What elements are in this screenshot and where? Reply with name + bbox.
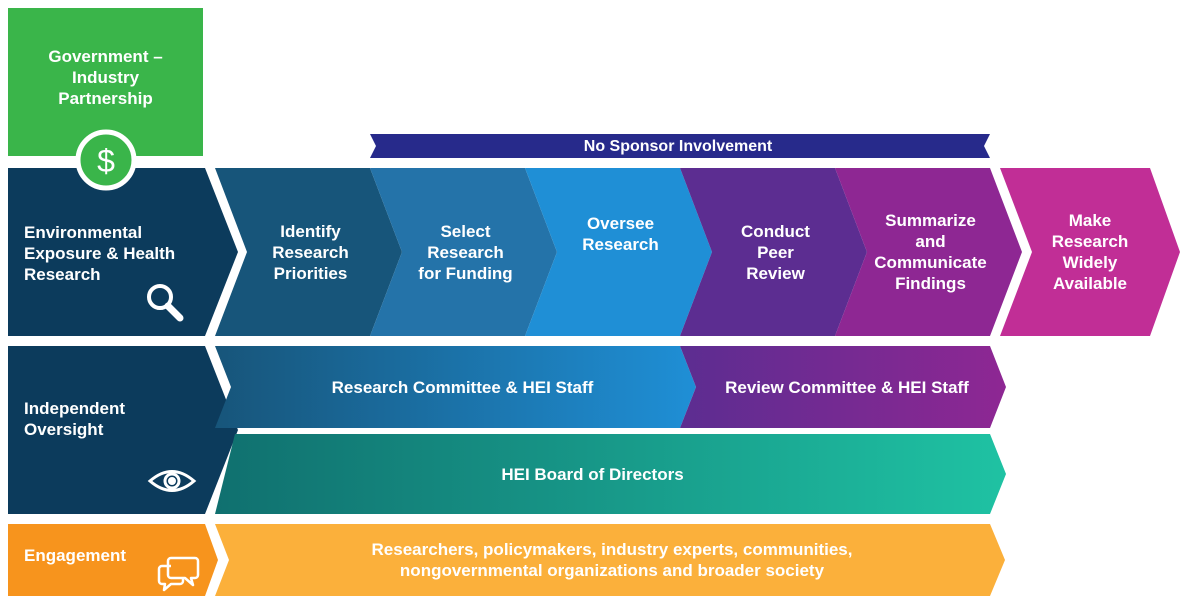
step-label-identify: Identify Research Priorities [272,221,349,283]
no-sponsor-label: No Sponsor Involvement [583,137,773,155]
svg-text:$: $ [97,143,115,179]
step-label-peer-review: Conduct Peer Review [741,221,810,283]
step-label-select: Select Research for Funding [418,221,513,283]
step-make-available [1000,168,1180,336]
oversight-row-label: Independent Oversight [24,399,126,439]
step-label-make-available: Make Research Widely Available [1051,211,1129,293]
step-label-oversee: Oversee Research [582,214,659,254]
speech-bubbles-icon [157,556,200,592]
step-select-research [370,168,557,336]
engagement-row-label-box [8,524,218,596]
board-band [215,434,1006,514]
engagement-band [215,524,1005,596]
step-identify-priorities [215,168,402,336]
research-committee-label: Research Committee & HEI Staff [331,377,594,397]
step-summarize-findings [835,168,1022,336]
engagement-band-text: Researchers, policymakers, industry expe… [371,540,853,580]
magnifier-icon [147,284,184,322]
dollar-icon: $ [75,129,137,191]
step-oversee-research [525,168,712,336]
review-committee-band [680,346,1006,428]
engagement-row-label: Engagement [24,545,127,565]
eye-icon [147,470,197,492]
step-peer-review [680,168,867,336]
no-sponsor-banner [370,134,990,158]
board-label: HEI Board of Directors [501,464,684,484]
review-committee-label: Review Committee & HEI Staff [725,377,969,397]
research-row-label: Environmental Exposure & Health Research [24,222,176,284]
research-committee-band [215,346,696,428]
partnership-title: Government – Industry Partnership [48,46,163,108]
step-label-summarize: Summarize and Communicate Findings [874,211,987,293]
research-row-label-box [8,168,238,336]
